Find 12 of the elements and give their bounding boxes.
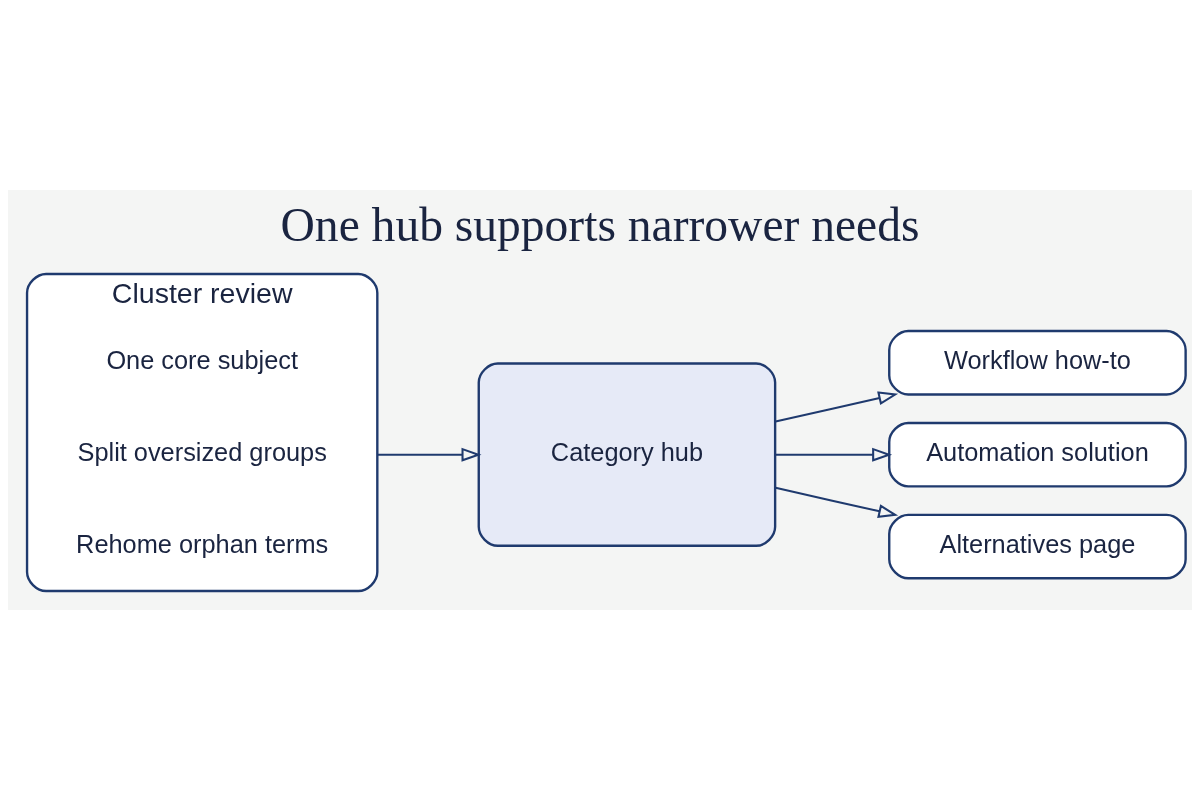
arrow bbox=[775, 447, 893, 462]
node-text: Split oversized groups bbox=[77, 437, 327, 466]
node-box: Alternatives page bbox=[888, 513, 1187, 580]
node-box: Category hub bbox=[477, 362, 777, 547]
node-box: Automation solution bbox=[888, 421, 1187, 488]
arrow bbox=[775, 486, 899, 518]
arrow bbox=[377, 447, 482, 462]
diagram-title: One hub supports narrower needs bbox=[280, 198, 920, 251]
node-text: One core subject bbox=[106, 345, 298, 374]
node-box: Workflow how-to bbox=[888, 329, 1187, 396]
arrow bbox=[775, 391, 899, 423]
node-text: Rehome orphan terms bbox=[76, 529, 329, 558]
